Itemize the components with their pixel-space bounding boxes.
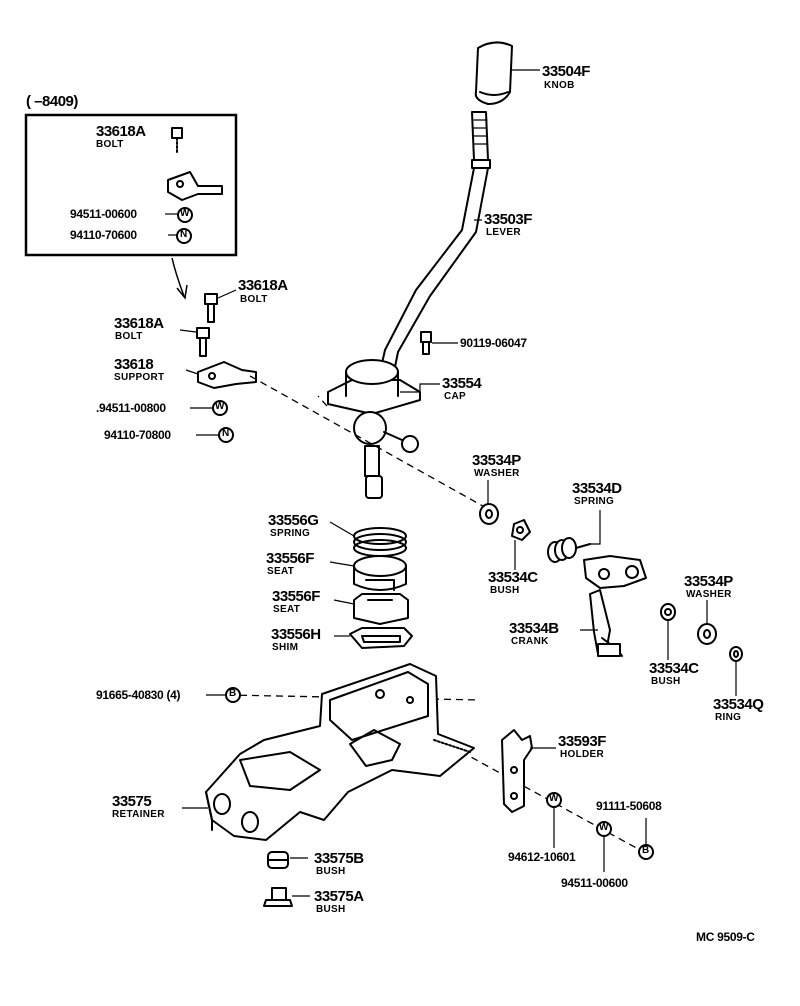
- washer-600-letter: W: [599, 822, 609, 833]
- leader-lines: [165, 69, 737, 897]
- bush-c1-number: 33534C: [488, 569, 538, 586]
- washer-p2-drawing: [697, 623, 717, 645]
- holder-drawing: [501, 729, 533, 813]
- seat-1-number: 33556F: [266, 550, 314, 567]
- inset-arrowhead: [176, 284, 188, 300]
- spring-d-name: SPRING: [574, 496, 615, 507]
- spring-g-drawing: [353, 527, 407, 557]
- dashed-line-cap: [317, 395, 328, 407]
- bush-a-drawing: [263, 887, 293, 907]
- nut-n-letter: N: [222, 428, 230, 439]
- bush-c2-name: BUSH: [651, 676, 681, 687]
- ring-name: RING: [715, 712, 742, 723]
- lever-number: 33503F: [484, 211, 532, 228]
- inset-box: [24, 113, 238, 257]
- nut-n-number: 94110-70800: [104, 428, 171, 442]
- washer-w-letter: W: [215, 401, 225, 412]
- crank-number: 33534B: [509, 620, 559, 637]
- retainer-drawing: [205, 663, 475, 841]
- bush-b-number: 33575B: [314, 850, 364, 867]
- inset-range-label: ( –8409): [26, 93, 78, 110]
- bush-c2-drawing: [660, 603, 676, 621]
- washer-p2-name: WASHER: [686, 589, 732, 600]
- cap-drawing: [327, 359, 421, 415]
- lower-bolt-name: BOLT: [115, 331, 143, 342]
- retainer-number: 33575: [112, 793, 152, 810]
- support-drawing: [197, 361, 257, 389]
- washer-601-letter: W: [549, 793, 559, 804]
- seat-1-name: SEAT: [267, 566, 295, 577]
- crank-name: CRANK: [511, 636, 549, 647]
- washer-p1-drawing: [479, 503, 499, 525]
- inset-bolt-drawing: [171, 127, 183, 153]
- bush-c1-name: BUSH: [490, 585, 520, 596]
- ring-number: 33534Q: [713, 696, 764, 713]
- inset-support-drawing: [167, 171, 223, 201]
- dashed-line-support: [249, 375, 491, 511]
- bush-b-drawing: [267, 851, 289, 869]
- screw-number: 90119-06047: [460, 336, 527, 350]
- lever-drawing: [375, 111, 491, 393]
- washer-600-number: 94511-00600: [561, 876, 628, 890]
- washer-p1-name: WASHER: [474, 468, 520, 479]
- bush-c2-number: 33534C: [649, 660, 699, 677]
- bush-b-name: BUSH: [316, 866, 346, 877]
- bolt-b-number: 91111-50608: [596, 799, 662, 813]
- inset-bolt-name: BOLT: [96, 139, 124, 150]
- inset-washer-symbol: [177, 207, 193, 223]
- lever-name: LEVER: [486, 227, 521, 238]
- knob-drawing: [474, 41, 513, 105]
- dashed-line-holder: [439, 739, 641, 851]
- bolt-b-letter: B: [642, 845, 650, 856]
- washer-p1-number: 33534P: [472, 452, 521, 469]
- cap-number: 33554: [442, 375, 482, 392]
- shim-name: SHIM: [272, 642, 299, 653]
- washer-p2-number: 33534P: [684, 573, 733, 590]
- inset-nut-number: 94110-70600: [70, 228, 137, 242]
- seat-1-drawing: [353, 555, 407, 591]
- cap-name: CAP: [444, 391, 467, 402]
- bolt-4-number: 91665-40830 (4): [96, 688, 181, 702]
- inset-bolt-number: 33618A: [96, 123, 146, 140]
- bush-c1-drawing: [511, 519, 531, 541]
- spring-d-drawing: [547, 537, 591, 563]
- retainer-name: RETAINER: [112, 809, 165, 820]
- seat-2-drawing: [353, 593, 409, 625]
- lower-bolt-number: 33618A: [114, 315, 164, 332]
- holder-name: HOLDER: [560, 749, 605, 760]
- bush-a-name: BUSH: [316, 904, 346, 915]
- inset-washer-number: 94511-00600: [70, 207, 137, 221]
- washer-601-number: 94612-10601: [508, 850, 576, 864]
- ring-drawing: [729, 646, 743, 662]
- spring-g-name: SPRING: [270, 528, 311, 539]
- inset-arrow: [171, 257, 185, 297]
- lever-ball-drawing: [353, 411, 419, 499]
- knob-number: 33504F: [542, 63, 590, 80]
- inset-nut-letter: N: [180, 229, 188, 240]
- knob-name: KNOB: [544, 80, 575, 91]
- upper-bolt-name: BOLT: [240, 294, 268, 305]
- support-name: SUPPORT: [114, 372, 165, 383]
- washer-w-number: .94511-00800: [96, 401, 166, 415]
- reference-code: MC 9509-C: [696, 930, 755, 944]
- screw-drawing: [420, 331, 432, 355]
- upper-bolt-drawing: [204, 293, 218, 323]
- spring-g-number: 33556G: [268, 512, 319, 529]
- bush-a-number: 33575A: [314, 888, 364, 905]
- lower-bolt-drawing: [196, 327, 210, 357]
- shim-number: 33556H: [271, 626, 321, 643]
- inset-nut-symbol: [176, 228, 192, 244]
- seat-2-number: 33556F: [272, 588, 320, 605]
- upper-bolt-number: 33618A: [238, 277, 288, 294]
- crank-drawing: [583, 555, 647, 657]
- seat-2-name: SEAT: [273, 604, 301, 615]
- support-number: 33618: [114, 356, 154, 373]
- bolt-4-letter: B: [229, 688, 237, 699]
- shim-drawing: [349, 627, 413, 649]
- holder-number: 33593F: [558, 733, 606, 750]
- spring-d-number: 33534D: [572, 480, 622, 497]
- inset-washer-letter: W: [180, 208, 190, 219]
